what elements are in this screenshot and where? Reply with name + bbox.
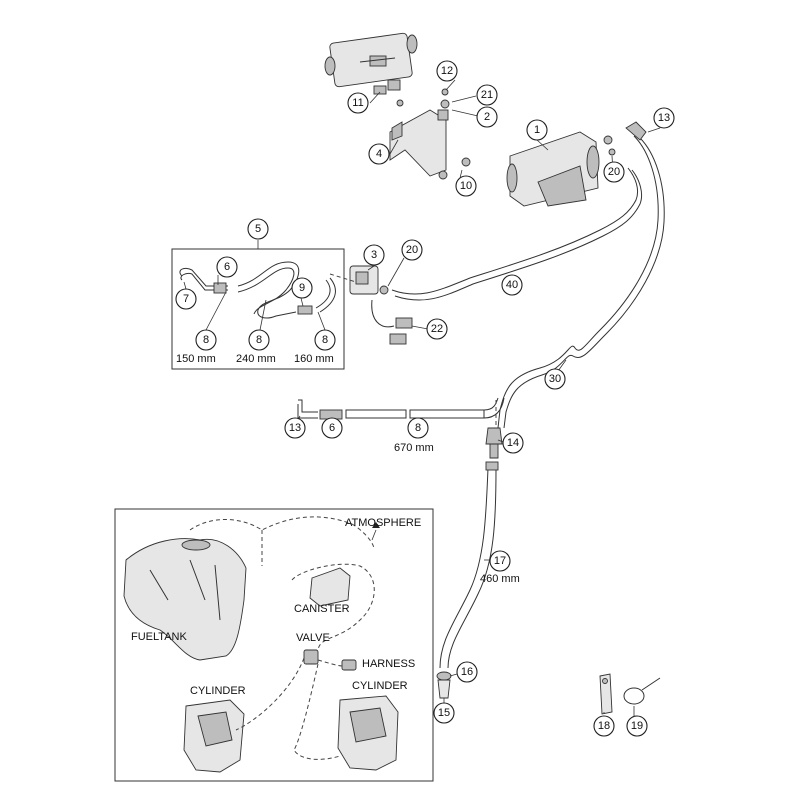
callout-17: 17 <box>489 550 511 572</box>
callout-30: 30 <box>544 368 566 390</box>
svg-text:16: 16 <box>461 666 473 678</box>
length-240: 240 mm <box>236 353 276 365</box>
schematic-box <box>114 508 434 782</box>
length-160: 160 mm <box>294 353 334 365</box>
callout-2: 2 <box>476 106 498 128</box>
hose-kit-5 <box>179 261 357 319</box>
label-cylinder-left: CYLINDER <box>190 685 246 697</box>
svg-text:5: 5 <box>255 223 261 235</box>
svg-text:7: 7 <box>183 293 189 305</box>
length-labels: 150 mm 240 mm 160 mm 670 mm 460 mm <box>176 353 520 585</box>
svg-text:4: 4 <box>376 148 382 160</box>
svg-text:12: 12 <box>441 65 453 77</box>
svg-text:17: 17 <box>494 555 506 567</box>
svg-text:15: 15 <box>438 707 450 719</box>
svg-text:20: 20 <box>406 244 418 256</box>
callout-16: 16 <box>456 661 478 683</box>
label-atmosphere: ATMOSPHERE <box>345 517 421 529</box>
callout-3: 3 <box>363 244 385 266</box>
callout-11: 11 <box>347 92 369 114</box>
svg-text:13: 13 <box>658 112 670 124</box>
svg-text:6: 6 <box>224 261 230 273</box>
callout-40: 40 <box>501 274 523 296</box>
length-460: 460 mm <box>480 573 520 585</box>
callout-20-top: 20 <box>603 161 625 183</box>
svg-text:13: 13 <box>289 422 301 434</box>
svg-text:8: 8 <box>415 422 421 434</box>
callout-13-mid: 13 <box>284 417 306 439</box>
callout-8-kit-b: 8 <box>248 329 270 351</box>
svg-text:18: 18 <box>598 720 610 732</box>
svg-text:14: 14 <box>507 437 519 449</box>
svg-text:8: 8 <box>322 334 328 346</box>
svg-text:22: 22 <box>431 323 443 335</box>
callout-18: 18 <box>593 715 615 737</box>
callout-8-kit-c: 8 <box>314 329 336 351</box>
svg-text:8: 8 <box>256 334 262 346</box>
schematic-labels: ATMOSPHERE CANISTER FUELTANK VALVE HARNE… <box>131 517 421 697</box>
callout-21: 21 <box>476 84 498 106</box>
callout-6-kit: 6 <box>216 256 238 278</box>
callout-20-mid: 20 <box>401 239 423 261</box>
svg-text:9: 9 <box>299 282 305 294</box>
length-150: 150 mm <box>176 353 216 365</box>
svg-text:21: 21 <box>481 89 493 101</box>
callout-14: 14 <box>502 432 524 454</box>
label-valve: VALVE <box>296 632 330 644</box>
svg-text:8: 8 <box>203 334 209 346</box>
svg-text:1: 1 <box>534 124 540 136</box>
label-cylinder-right: CYLINDER <box>352 680 408 692</box>
hose-17 <box>439 467 489 669</box>
label-canister: CANISTER <box>294 603 350 615</box>
svg-text:6: 6 <box>329 422 335 434</box>
svg-text:10: 10 <box>460 180 472 192</box>
valve-part-3 <box>349 265 413 345</box>
svg-text:3: 3 <box>371 249 377 261</box>
hose-40 <box>391 167 639 295</box>
svg-text:20: 20 <box>608 166 620 178</box>
label-harness: HARNESS <box>362 658 415 670</box>
callout-15: 15 <box>433 702 455 724</box>
upper-canister <box>324 32 418 88</box>
callout-10: 10 <box>455 175 477 197</box>
svg-text:30: 30 <box>549 373 561 385</box>
label-fueltank: FUELTANK <box>131 631 187 643</box>
length-670: 670 mm <box>394 442 434 454</box>
svg-text:40: 40 <box>506 279 518 291</box>
canister-part-1 <box>506 131 616 207</box>
callout-1: 1 <box>526 119 548 141</box>
clip-18 <box>599 673 613 715</box>
svg-text:19: 19 <box>631 720 643 732</box>
callout-13-top: 13 <box>653 107 675 129</box>
callout-4: 4 <box>368 143 390 165</box>
callout-8-kit-a: 8 <box>195 329 217 351</box>
svg-text:2: 2 <box>484 111 490 123</box>
callout-5: 5 <box>247 218 269 240</box>
fitting-15-16 <box>436 671 452 699</box>
callout-12: 12 <box>436 60 458 82</box>
callouts: 1 2 3 4 5 6 7 8 8 8 9 10 11 12 13 13 6 8… <box>175 60 675 737</box>
hose-30 <box>497 135 659 429</box>
svg-text:11: 11 <box>352 97 363 109</box>
callout-9: 9 <box>291 277 313 299</box>
cable-tie-19 <box>623 677 661 705</box>
tee-fitting-14 <box>485 427 503 459</box>
callout-19: 19 <box>626 715 648 737</box>
bracket-part-4 <box>373 79 471 180</box>
callout-22: 22 <box>426 318 448 340</box>
callout-6-mid: 6 <box>321 417 343 439</box>
callout-8-mid: 8 <box>407 417 429 439</box>
schematic <box>123 516 399 773</box>
callout-7: 7 <box>175 288 197 310</box>
